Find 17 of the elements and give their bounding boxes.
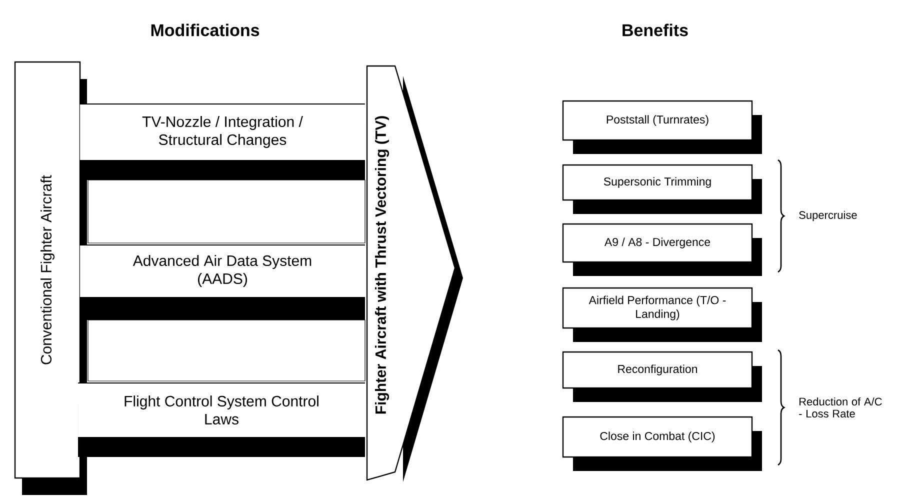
blank-bar xyxy=(88,320,366,382)
benefit-box: Supersonic Trimming xyxy=(562,164,762,214)
group-label: Reduction of A/C - Loss Rate xyxy=(799,397,882,418)
modification-bar: Flight Control System Control Laws xyxy=(78,382,366,457)
modification-bar: TV-Nozzle / Integration / Structural Changes xyxy=(80,104,366,180)
benefit-box: Airfield Performance (T/O - Landing) xyxy=(562,287,762,342)
group-label: Supercruise xyxy=(799,210,857,222)
benefit-box: Reconfiguration xyxy=(562,351,762,402)
benefit-box: A9 / A8 - Divergence xyxy=(562,223,762,276)
modification-bar: Advanced Air Data System (AADS) xyxy=(80,244,366,320)
column-heading: Benefits xyxy=(622,24,688,36)
node-label: Advanced Air Data System xyxy=(132,255,312,269)
benefit-box: Close in Combat (CIC) xyxy=(562,416,762,471)
column-heading: Modifications xyxy=(151,24,260,36)
blank-bar xyxy=(88,180,366,244)
benefit-box: Poststall (Turnrates) xyxy=(562,100,762,154)
aircraft-bar: Conventional Fighter Aircraft xyxy=(14,61,87,495)
